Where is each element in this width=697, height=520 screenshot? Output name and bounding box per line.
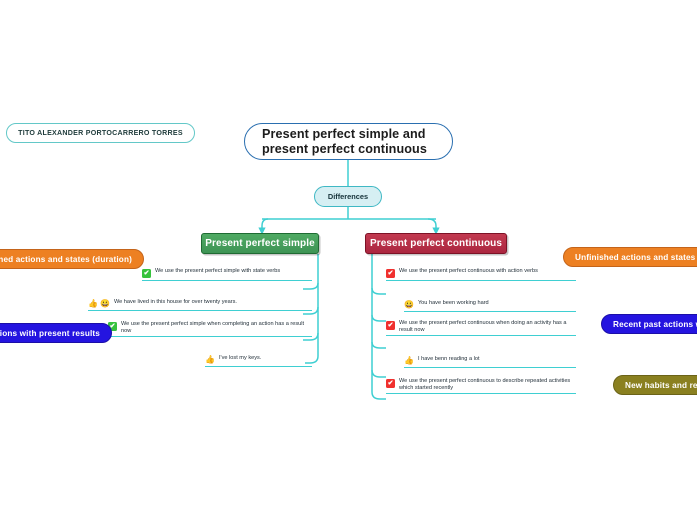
green-check-icon: ✔ bbox=[142, 268, 151, 278]
leaf-text: We use the present perfect simple when c… bbox=[121, 321, 305, 334]
leaf-text: You have been working hard bbox=[417, 300, 489, 306]
branch-title: Present perfect simple bbox=[205, 238, 315, 249]
leaf-text: I have benn reading a lot bbox=[417, 356, 480, 362]
leaf-text: We use the present perfect continuous wh… bbox=[399, 320, 567, 333]
leaf-item[interactable]: ✔ We use the present perfect continuous … bbox=[386, 320, 576, 337]
tag-label: Recent past actions with present results bbox=[613, 319, 697, 329]
leaf-text: We use the present perfect simple with s… bbox=[155, 268, 281, 274]
tag-unfinished-actions-right[interactable]: Unfinished actions and states (duration) bbox=[563, 247, 697, 267]
tag-label: Finished actions with present results bbox=[0, 328, 100, 338]
thumbs-up-icon: 👍 bbox=[404, 355, 414, 365]
leaf-item[interactable]: ✔ We use the present perfect continuous … bbox=[386, 378, 576, 395]
differences-label: Differences bbox=[327, 192, 369, 201]
red-check-icon: ✔ bbox=[386, 268, 395, 278]
leaf-item[interactable]: 😀 You have been working hard bbox=[404, 300, 576, 312]
leaf-icons: ✔ bbox=[108, 321, 117, 331]
leaf-icons: ✔ bbox=[142, 268, 151, 278]
tag-new-habits[interactable]: New habits and repeated activities bbox=[613, 375, 697, 395]
leaf-text: We use the present perfect continuous to… bbox=[399, 378, 571, 391]
branch-title: Present perfect continuous bbox=[369, 238, 503, 249]
root-title-line1: Present perfect simple and bbox=[262, 126, 426, 141]
tag-label: Unfinished actions and states (duration) bbox=[575, 252, 697, 262]
leaf-text: We have lived in this house for over twe… bbox=[113, 299, 237, 305]
tag-unfinished-actions-left[interactable]: Unfinished actions and states (duration) bbox=[0, 249, 144, 269]
red-check-icon: ✔ bbox=[386, 320, 395, 330]
leaf-item[interactable]: 👍 I have benn reading a lot bbox=[404, 356, 576, 368]
red-check-icon: ✔ bbox=[386, 378, 395, 388]
leaf-icons: 👍 bbox=[404, 356, 414, 365]
thumbs-up-icon: 👍 bbox=[205, 354, 215, 364]
leaf-item[interactable]: ✔ We use the present perfect continuous … bbox=[386, 268, 576, 281]
leaf-icons: 😀 bbox=[404, 300, 414, 309]
leaf-icons: 👍 😀 bbox=[88, 299, 110, 308]
root-title-line2: present perfect continuous bbox=[262, 141, 427, 156]
grinning-face-icon: 😀 bbox=[99, 298, 110, 308]
tag-recent-past-actions[interactable]: Recent past actions with present results bbox=[601, 314, 697, 334]
leaf-item[interactable]: 👍 😀 We have lived in this house for over… bbox=[88, 299, 312, 311]
tag-label: New habits and repeated activities bbox=[625, 380, 697, 390]
leaf-icons: ✔ bbox=[386, 320, 395, 330]
leaf-icons: 👍 bbox=[205, 355, 215, 364]
branch-header-present-perfect-continuous[interactable]: Present perfect continuous bbox=[365, 233, 507, 254]
author-pill[interactable]: TITO ALEXANDER PORTOCARRERO TORRES bbox=[6, 123, 195, 143]
leaf-item[interactable]: ✔ We use the present perfect simple when… bbox=[108, 321, 312, 338]
author-label: TITO ALEXANDER PORTOCARRERO TORRES bbox=[18, 129, 183, 137]
leaf-item[interactable]: ✔ We use the present perfect simple with… bbox=[142, 268, 312, 281]
tag-finished-actions-left[interactable]: Finished actions with present results bbox=[0, 323, 112, 343]
leaf-icons: ✔ bbox=[386, 268, 395, 278]
leaf-icons: ✔ bbox=[386, 378, 395, 388]
grinning-face-icon: 😀 bbox=[404, 299, 414, 309]
branch-header-present-perfect-simple[interactable]: Present perfect simple bbox=[201, 233, 319, 254]
leaf-text: I've lost my keys. bbox=[218, 355, 262, 361]
leaf-item[interactable]: 👍 I've lost my keys. bbox=[205, 355, 312, 367]
differences-node[interactable]: Differences bbox=[314, 186, 382, 207]
leaf-text: We use the present perfect continuous wi… bbox=[399, 268, 538, 274]
thumbs-up-icon: 👍 bbox=[88, 298, 98, 308]
root-node[interactable]: Present perfect simple and present perfe… bbox=[244, 123, 453, 160]
tag-label: Unfinished actions and states (duration) bbox=[0, 254, 132, 264]
green-check-icon: ✔ bbox=[108, 321, 117, 331]
